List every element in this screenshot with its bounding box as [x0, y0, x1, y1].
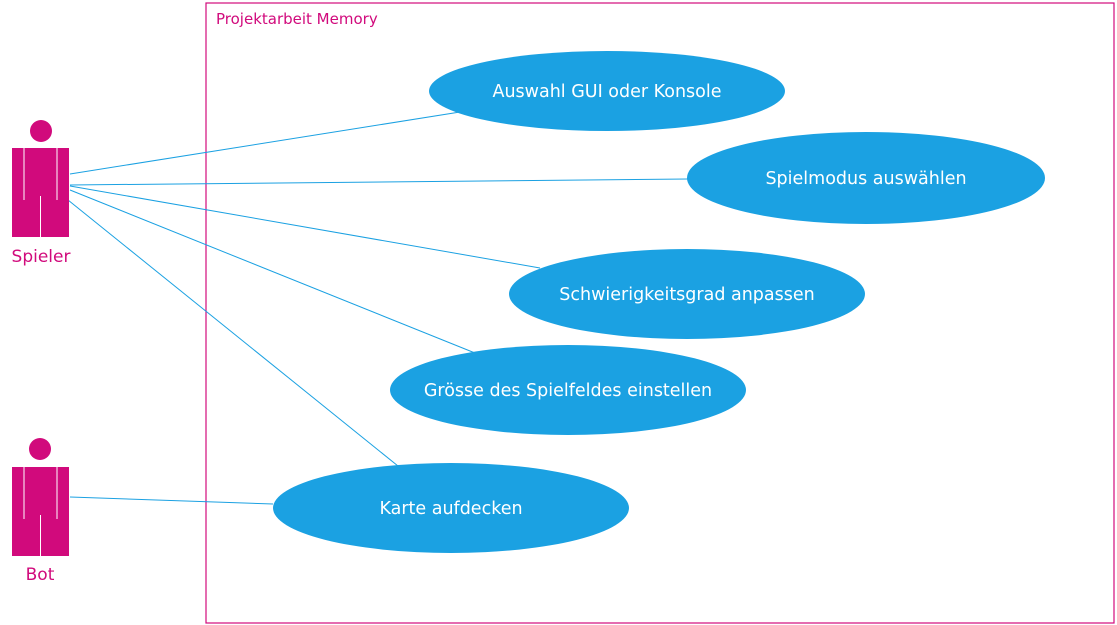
- association-spieler-gui-konsole: [69, 111, 461, 175]
- actor-bot: Bot: [12, 438, 69, 585]
- use-case-ellipse: [509, 249, 865, 339]
- use-case-ellipse: [429, 51, 785, 131]
- use-case-gui-konsole: Auswahl GUI oder Konsole: [429, 51, 785, 131]
- actor-label: Bot: [26, 565, 55, 585]
- actor-label: Spieler: [12, 247, 71, 267]
- person-icon: [12, 438, 69, 556]
- actor-spieler: Spieler: [12, 120, 71, 267]
- association-spieler-karte: [67, 199, 399, 467]
- person-icon: [12, 120, 69, 237]
- use-case-ellipse: [687, 132, 1045, 224]
- use-case-schwierigkeit: Schwierigkeitsgrad anpassen: [509, 249, 865, 339]
- use-case-label: Grösse des Spielfeldes einstellen: [424, 381, 712, 401]
- use-case-label: Karte aufdecken: [379, 499, 522, 519]
- use-case-karte: Karte aufdecken: [273, 463, 629, 553]
- association-spieler-schwierigkeit: [69, 185, 541, 269]
- use-case-spielfeld: Grösse des Spielfeldes einstellen: [390, 345, 746, 435]
- use-case-ellipse: [273, 463, 629, 553]
- association-spieler-spielmodus: [69, 178, 689, 186]
- system-boundary: [205, 2, 1115, 624]
- association-spieler-spielfeld: [69, 189, 476, 354]
- use-case-label: Schwierigkeitsgrad anpassen: [559, 285, 815, 305]
- use-case-label: Spielmodus auswählen: [765, 169, 966, 189]
- associations: [67, 111, 689, 505]
- system-title: Projektarbeit Memory: [216, 10, 378, 28]
- use-case-ellipse: [390, 345, 746, 435]
- use-case-spielmodus: Spielmodus auswählen: [687, 132, 1045, 224]
- association-bot-karte: [69, 496, 274, 505]
- use-case-label: Auswahl GUI oder Konsole: [492, 82, 721, 102]
